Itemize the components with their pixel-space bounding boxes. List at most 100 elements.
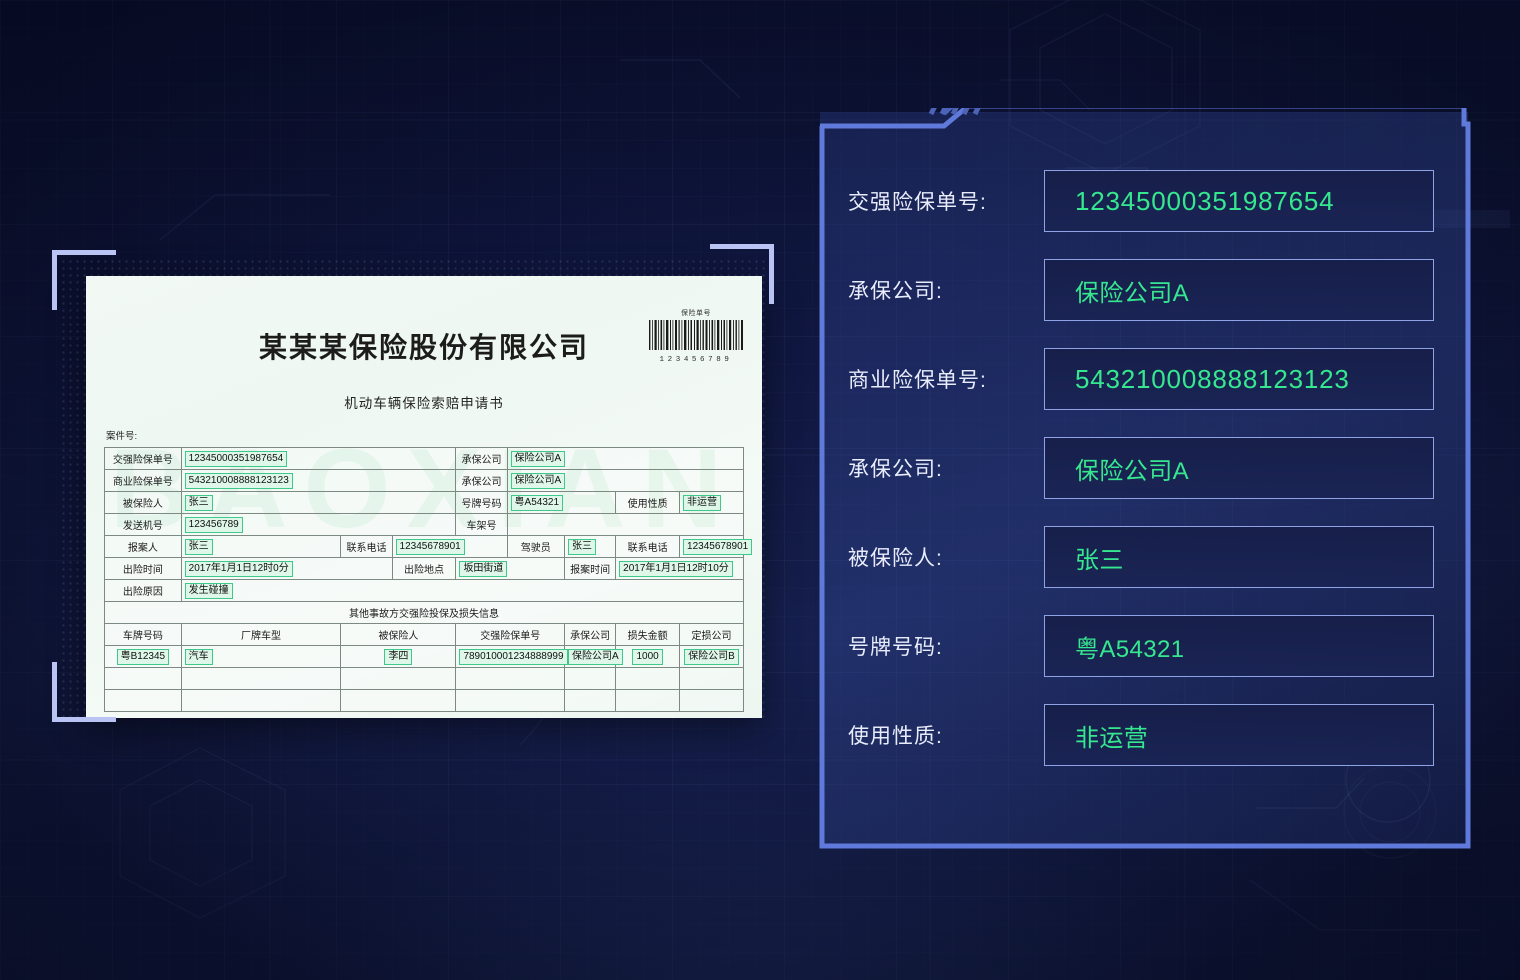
field-value: 543210008888123123 bbox=[1075, 363, 1350, 394]
cell-value: 保险公司A bbox=[506, 447, 745, 470]
cell-label: 出险地点 bbox=[391, 557, 457, 580]
highlight-value: 张三 bbox=[568, 538, 597, 555]
field-value-box[interactable]: 非运营 bbox=[1044, 704, 1434, 766]
cell-value: 张三 bbox=[180, 535, 342, 558]
barcode-digits: 123456789 bbox=[659, 356, 733, 364]
highlight-value: 2017年1月1日12时0分 bbox=[184, 560, 293, 577]
col-header: 承保公司 bbox=[564, 623, 617, 646]
field-value: 保险公司A bbox=[1075, 457, 1190, 485]
document-preview[interactable]: BAOXIAN 保险单号 bbox=[52, 244, 774, 728]
field-row-usage-type[interactable]: 使用性质: 非运营 bbox=[848, 704, 1434, 766]
extracted-data-panel[interactable]: 交强险保单号: 12345000351987654 承保公司: 保险公司A 商业… bbox=[819, 108, 1471, 849]
highlight-value: 保险公司A bbox=[568, 648, 623, 665]
table-header-row: 车牌号码 厂牌车型 被保险人 交强险保单号 承保公司 损失金额 定损公司 bbox=[104, 623, 744, 646]
field-row-insured-person[interactable]: 被保险人: 张三 bbox=[848, 526, 1434, 588]
cell-value: 张三 bbox=[180, 491, 457, 514]
cell-value: 保险公司A bbox=[506, 469, 745, 492]
barcode-caption: 保险单号 bbox=[681, 310, 711, 317]
highlight-value: 发生碰撞 bbox=[184, 582, 233, 599]
cell-label: 被保险人 bbox=[104, 491, 182, 514]
highlight-value: 123456789 bbox=[184, 516, 243, 533]
field-label: 承保公司: bbox=[848, 458, 943, 481]
table-row: 粤B12345 汽车 李四 789010001234888999 保险公司A 1… bbox=[104, 645, 744, 668]
cell-value: 12345678901 bbox=[391, 535, 508, 558]
cell-label: 驾驶员 bbox=[506, 535, 566, 558]
table-row-empty bbox=[104, 689, 744, 712]
field-row-jiaoqiangxian-policy-no[interactable]: 交强险保单号: 12345000351987654 bbox=[848, 170, 1434, 232]
field-value-box[interactable]: 张三 bbox=[1044, 526, 1434, 588]
cell-value: 粤B12345 bbox=[104, 645, 182, 668]
field-value-box[interactable]: 12345000351987654 bbox=[1044, 170, 1434, 232]
table-row: 交强险保单号 12345000351987654 承保公司 保险公司A bbox=[104, 447, 745, 470]
cell-label: 出险时间 bbox=[104, 557, 182, 580]
field-value: 粤A54321 bbox=[1075, 635, 1185, 663]
field-row-insurer-2[interactable]: 承保公司: 保险公司A bbox=[848, 437, 1434, 499]
cell-value: 粤A54321 bbox=[506, 491, 617, 514]
col-header: 定损公司 bbox=[679, 623, 744, 646]
field-label: 使用性质: bbox=[848, 725, 943, 748]
highlight-value: 保险公司A bbox=[510, 450, 566, 467]
cell-value: 12345000351987654 bbox=[180, 447, 457, 470]
cell-value: 2017年1月1日12时0分 bbox=[180, 557, 393, 580]
highlight-value: 2017年1月1日12时10分 bbox=[619, 560, 733, 577]
cell-value bbox=[506, 513, 745, 536]
cell-label: 商业险保单号 bbox=[104, 469, 182, 492]
field-value-box[interactable]: 保险公司A bbox=[1044, 437, 1434, 499]
field-row-plate-number[interactable]: 号牌号码: 粤A54321 bbox=[848, 615, 1434, 677]
cell-label: 联系电话 bbox=[615, 535, 681, 558]
highlight-value: 汽车 bbox=[184, 648, 213, 665]
table-row: 出险时间 2017年1月1日12时0分 出险地点 坂田街道 报案时间 2017年… bbox=[104, 557, 744, 580]
field-row-insurer-1[interactable]: 承保公司: 保险公司A bbox=[848, 259, 1434, 321]
highlight-value: 789010001234888999 bbox=[459, 648, 568, 665]
field-label: 商业险保单号: bbox=[848, 369, 987, 392]
barcode-block: 保险单号 bbox=[648, 308, 744, 364]
highlight-value: 李四 bbox=[384, 648, 413, 665]
field-value-box[interactable]: 543210008888123123 bbox=[1044, 348, 1434, 410]
document-case-no-label: 案件号: bbox=[106, 431, 138, 442]
col-header: 损失金额 bbox=[615, 623, 681, 646]
table-section-row: 其他事故方交强险投保及损失信息 bbox=[104, 601, 744, 624]
cell-value: 保险公司A bbox=[564, 645, 623, 668]
highlight-value: 12345678901 bbox=[395, 538, 465, 555]
cell-label: 承保公司 bbox=[455, 469, 508, 492]
col-header: 车牌号码 bbox=[104, 623, 182, 646]
highlight-value: 12345000351987654 bbox=[184, 450, 288, 467]
col-header: 交强险保单号 bbox=[455, 623, 566, 646]
highlight-value: 粤A54321 bbox=[510, 494, 564, 511]
cell-label: 交强险保单号 bbox=[104, 447, 182, 470]
cell-value: 789010001234888999 bbox=[455, 645, 568, 668]
cell-value: 1000 bbox=[615, 645, 681, 668]
field-value-box[interactable]: 保险公司A bbox=[1044, 259, 1434, 321]
table-row: 报案人 张三 联系电话 12345678901 驾驶员 张三 联系电话 1234… bbox=[104, 535, 753, 558]
cell-value: 543210008888123123 bbox=[180, 469, 457, 492]
table-row: 商业险保单号 543210008888123123 承保公司 保险公司A bbox=[104, 469, 745, 492]
cell-label: 承保公司 bbox=[455, 447, 508, 470]
field-label: 被保险人: bbox=[848, 547, 943, 570]
cell-label: 发送机号 bbox=[104, 513, 182, 536]
cell-value: 123456789 bbox=[180, 513, 457, 536]
highlight-value: 12345678901 bbox=[683, 538, 753, 555]
field-value-box[interactable]: 粤A54321 bbox=[1044, 615, 1434, 677]
barcode-icon bbox=[649, 320, 743, 350]
cell-value: 2017年1月1日12时10分 bbox=[615, 557, 744, 580]
cell-value: 坂田街道 bbox=[455, 557, 566, 580]
highlight-value: 非运营 bbox=[683, 494, 722, 511]
table-row: 发送机号 123456789 车架号 bbox=[104, 513, 745, 536]
field-row-commercial-policy-no[interactable]: 商业险保单号: 543210008888123123 bbox=[848, 348, 1434, 410]
col-header: 被保险人 bbox=[340, 623, 457, 646]
field-label: 号牌号码: bbox=[848, 636, 943, 659]
cell-label: 使用性质 bbox=[615, 491, 681, 514]
field-label: 承保公司: bbox=[848, 280, 943, 303]
cell-label: 车架号 bbox=[455, 513, 508, 536]
frame-corner-bottom-left bbox=[52, 662, 116, 722]
cell-label: 出险原因 bbox=[104, 579, 182, 602]
cell-value: 李四 bbox=[340, 645, 457, 668]
highlight-value: 保险公司B bbox=[684, 648, 739, 665]
field-value: 保险公司A bbox=[1075, 279, 1190, 307]
field-value: 张三 bbox=[1075, 546, 1124, 574]
document-paper: BAOXIAN 保险单号 bbox=[86, 276, 762, 718]
cell-value: 发生碰撞 bbox=[180, 579, 745, 602]
claim-form-table: 交强险保单号 12345000351987654 承保公司 保险公司A 商业险保… bbox=[104, 447, 753, 712]
section-title: 其他事故方交强险投保及损失信息 bbox=[104, 601, 744, 624]
